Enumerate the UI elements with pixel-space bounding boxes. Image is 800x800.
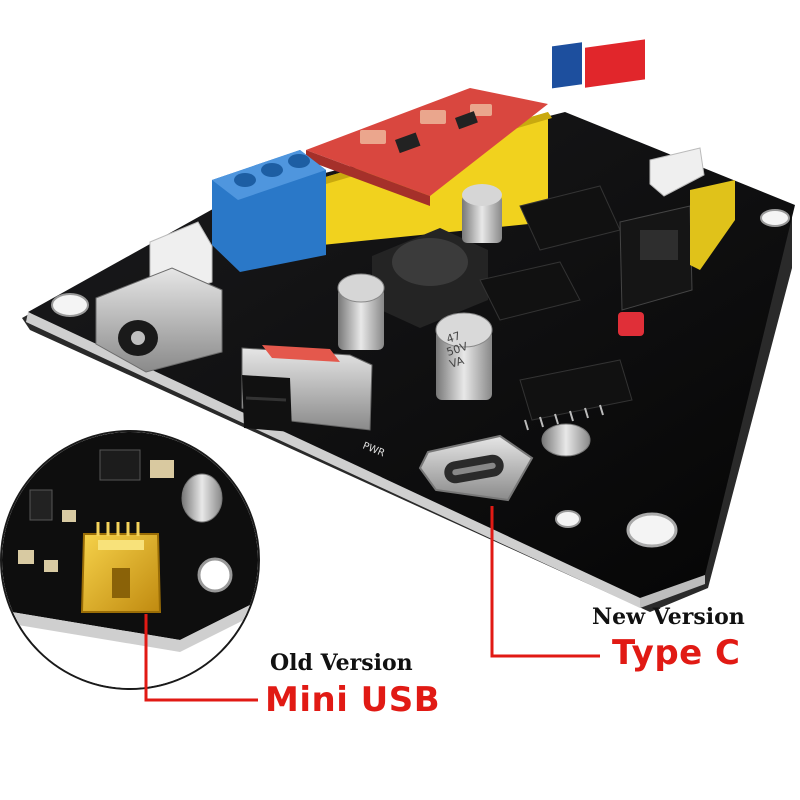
zoom-inset	[0, 430, 260, 690]
screw-terminal	[212, 150, 326, 272]
usb-type-c-port	[418, 434, 534, 502]
capacitor: 47 50V VA	[337, 184, 502, 400]
mini-usb-port	[80, 522, 162, 613]
mini-usb-callout-line	[144, 614, 258, 702]
old-version-name: Mini USB	[265, 680, 441, 720]
cap-label-1: 47	[445, 329, 462, 346]
new-version-title: New Version	[592, 604, 745, 630]
type-c-callout-line	[490, 506, 600, 658]
new-version-name: Type C	[612, 633, 741, 673]
old-version-title: Old Version	[270, 650, 413, 676]
controller-board: 47 50V VA PWR	[22, 39, 795, 612]
dc-jack	[95, 267, 223, 373]
cap-label-2: 50V	[445, 340, 470, 359]
cap-label-3: VA	[448, 354, 466, 371]
power-slide-switch	[241, 345, 373, 432]
